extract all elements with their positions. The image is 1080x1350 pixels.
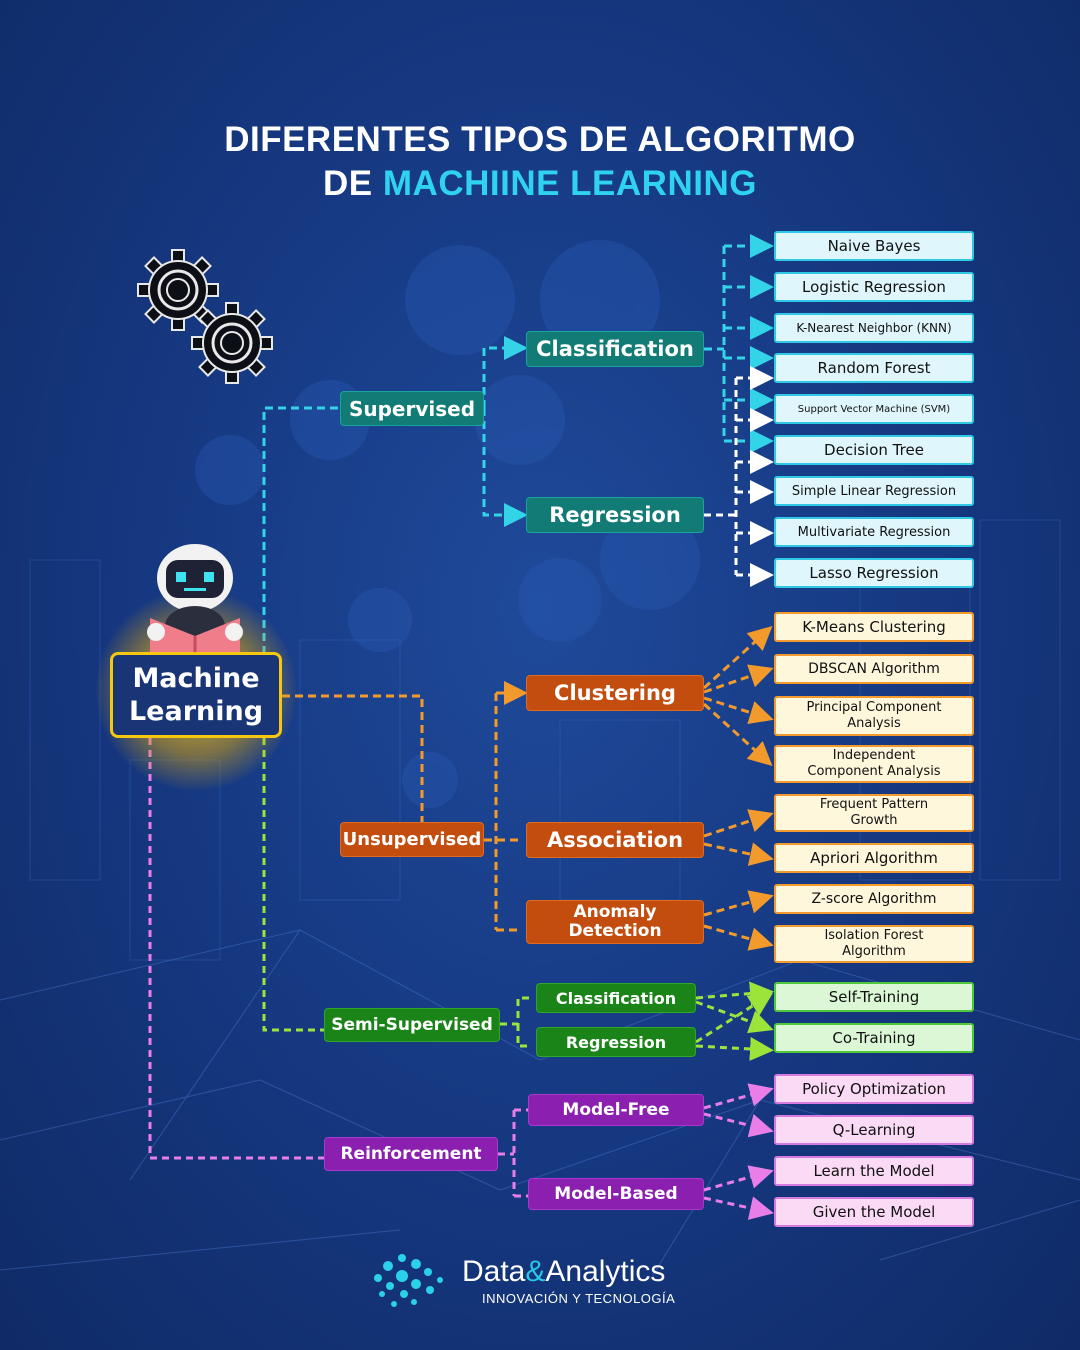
leaf-self-training: Self-Training [774, 982, 974, 1012]
leaf-q-learning: Q-Learning [774, 1115, 974, 1145]
subcategory-semi-classification: Classification [536, 983, 696, 1013]
leaf-label: Z-score Algorithm [811, 891, 937, 907]
leaf-label: Learn the Model [813, 1162, 935, 1180]
subcategory-label: Model-Based [554, 1184, 678, 1204]
leaf-given-the-model: Given the Model [774, 1197, 974, 1227]
title-line-2: DE MACHIINE LEARNING [0, 162, 1080, 206]
category-unsupervised: Unsupervised [340, 822, 484, 857]
leaf-apriori: Apriori Algorithm [774, 843, 974, 873]
page-title: DIFERENTES TIPOS DE ALGORITMO DE MACHIIN… [0, 118, 1080, 206]
leaf-label: Random Forest [817, 359, 931, 377]
leaf-label: Principal Component Analysis [806, 700, 942, 731]
leaf-dbscan: DBSCAN Algorithm [774, 654, 974, 684]
subcategory-semi-regression: Regression [536, 1027, 696, 1057]
leaf-decision-tree: Decision Tree [774, 435, 974, 465]
category-supervised: Supervised [340, 391, 484, 426]
subcategory-regression: Regression [526, 497, 704, 533]
leaf-label: K-Means Clustering [802, 618, 946, 636]
brand-ampersand: & [525, 1255, 546, 1288]
subcategory-label: Model-Free [562, 1100, 670, 1120]
leaf-label: Logistic Regression [802, 278, 946, 296]
leaf-label: Isolation Forest Algorithm [824, 928, 924, 959]
category-semi-supervised: Semi-Supervised [324, 1008, 500, 1042]
subcategory-label: Regression [565, 1032, 667, 1052]
brand-logo-icon [374, 1254, 443, 1307]
leaf-label: Lasso Regression [809, 564, 939, 582]
leaf-knn: K-Nearest Neighbor (KNN) [774, 313, 974, 343]
leaf-co-training: Co-Training [774, 1023, 974, 1053]
subcategory-association: Association [526, 822, 704, 858]
category-label: Reinforcement [340, 1144, 482, 1164]
leaf-label: DBSCAN Algorithm [808, 660, 940, 677]
leaf-label: Support Vector Machine (SVM) [797, 403, 951, 415]
root-machine-learning: Machine Learning [110, 652, 282, 738]
gear-icon [191, 302, 273, 384]
leaf-kmeans: K-Means Clustering [774, 612, 974, 642]
footer-brand: Data&Analytics [462, 1254, 665, 1290]
subcategory-anomaly-detection: Anomaly Detection [526, 900, 704, 944]
leaf-label: Independent Component Analysis [807, 748, 941, 779]
leaf-pca: Principal Component Analysis [774, 696, 974, 736]
leaf-label: Self-Training [828, 988, 920, 1006]
robot-icon [147, 544, 243, 668]
leaf-logistic-regression: Logistic Regression [774, 272, 974, 302]
subcategory-clustering: Clustering [526, 675, 704, 711]
root-label: Machine Learning [128, 663, 264, 727]
leaf-label: Decision Tree [824, 441, 924, 459]
leaf-label: Frequent Pattern Growth [819, 797, 929, 828]
subcategory-label: Regression [549, 503, 681, 527]
leaf-label: K-Nearest Neighbor (KNN) [796, 320, 952, 335]
leaf-learn-the-model: Learn the Model [774, 1156, 974, 1186]
leaf-label: Naive Bayes [827, 237, 921, 255]
footer-tagline: INNOVACIÓN Y TECNOLOGÍA [482, 1291, 676, 1306]
leaf-multivariate-regression: Multivariate Regression [774, 517, 974, 547]
leaf-naive-bayes: Naive Bayes [774, 231, 974, 261]
subcategory-label: Clustering [554, 681, 676, 705]
category-label: Semi-Supervised [331, 1015, 493, 1035]
leaf-label: Q-Learning [832, 1121, 916, 1139]
leaf-zscore: Z-score Algorithm [774, 884, 974, 914]
brand-data: Data [462, 1255, 526, 1288]
leaf-label: Apriori Algorithm [810, 849, 938, 867]
category-label: Supervised [348, 396, 476, 421]
leaf-label: Policy Optimization [802, 1080, 946, 1098]
leaf-label: Given the Model [812, 1203, 936, 1221]
category-label: Unsupervised [342, 829, 482, 850]
subcategory-label: Association [546, 828, 684, 852]
leaf-ica: Independent Component Analysis [774, 745, 974, 783]
subcategory-model-free: Model-Free [528, 1094, 704, 1126]
title-line-2-accent: MACHIINE LEARNING [382, 164, 757, 203]
leaf-random-forest: Random Forest [774, 353, 974, 383]
title-line-1: DIFERENTES TIPOS DE ALGORITMO [224, 120, 856, 159]
subcategory-label: Anomaly Detection [568, 902, 662, 941]
leaf-label: Simple Linear Regression [791, 483, 957, 499]
leaf-label: Multivariate Regression [797, 524, 951, 540]
gear-icon [137, 249, 219, 331]
leaf-policy-optimization: Policy Optimization [774, 1074, 974, 1104]
subcategory-model-based: Model-Based [528, 1178, 704, 1210]
leaf-isolation-forest: Isolation Forest Algorithm [774, 925, 974, 963]
subcategory-classification: Classification [526, 331, 704, 367]
leaf-svm: Support Vector Machine (SVM) [774, 394, 974, 424]
leaf-fp-growth: Frequent Pattern Growth [774, 794, 974, 832]
leaf-simple-linear-regression: Simple Linear Regression [774, 476, 974, 506]
brand-analytics: Analytics [545, 1255, 666, 1288]
subcategory-label: Classification [555, 988, 677, 1008]
category-reinforcement: Reinforcement [324, 1137, 498, 1171]
title-line-2-prefix: DE [323, 164, 383, 203]
leaf-lasso-regression: Lasso Regression [774, 558, 974, 588]
subcategory-label: Classification [536, 337, 694, 361]
leaf-label: Co-Training [832, 1029, 916, 1047]
